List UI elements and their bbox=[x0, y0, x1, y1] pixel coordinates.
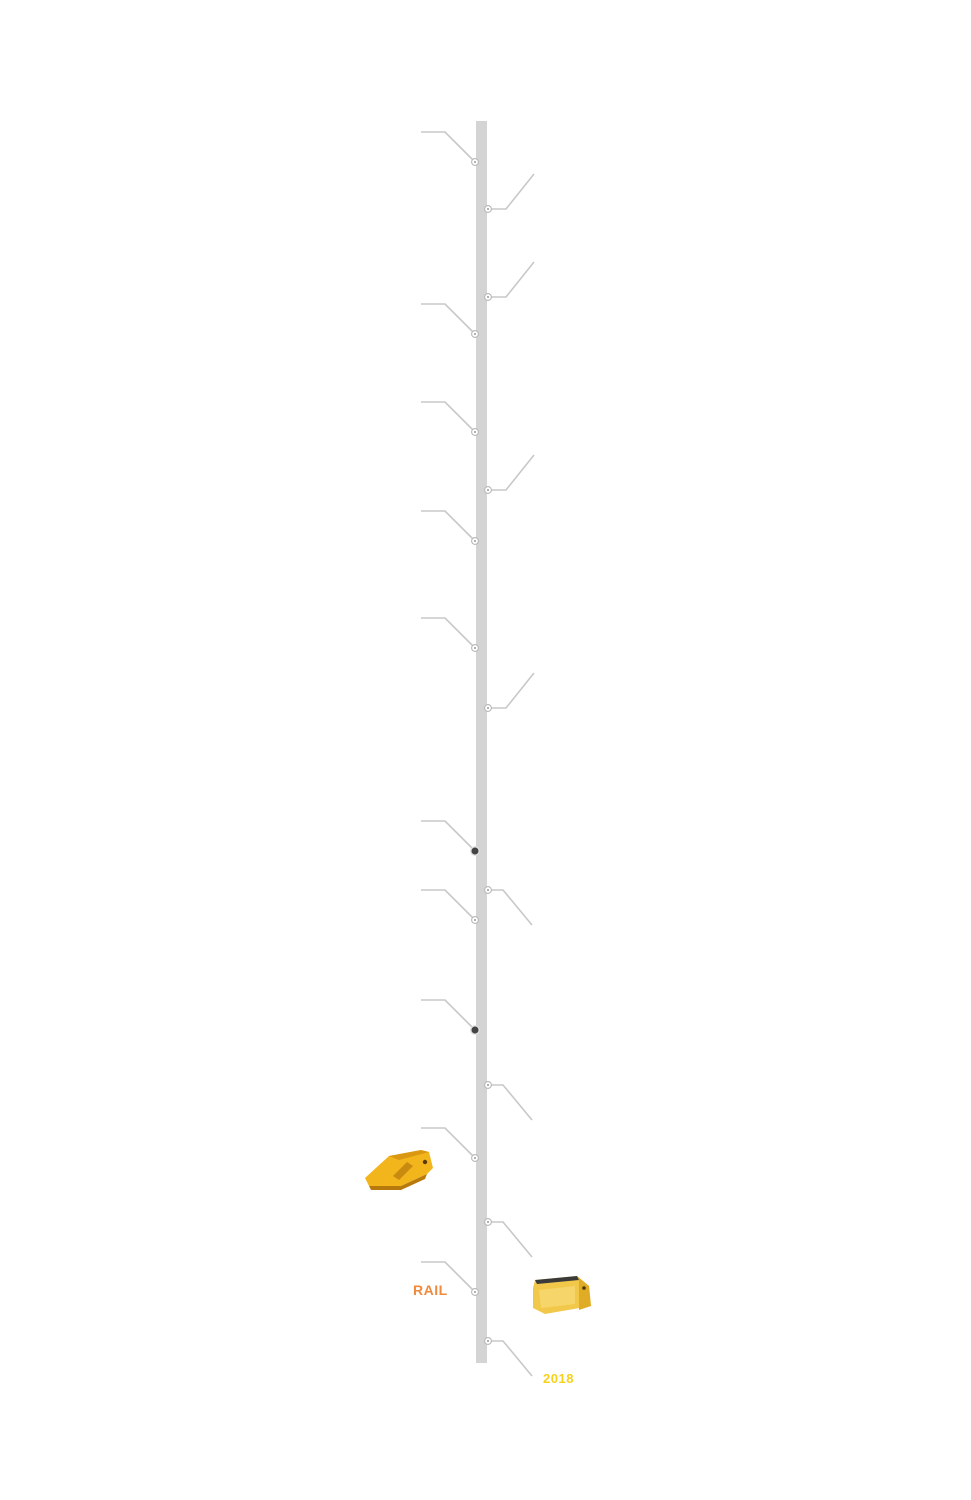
timeline-node-dot bbox=[474, 1291, 476, 1293]
timeline-node-dot bbox=[474, 333, 476, 335]
timeline-node-dot bbox=[487, 1084, 489, 1086]
timeline-node-dot bbox=[487, 707, 489, 709]
timeline-node-dot bbox=[474, 431, 476, 433]
timeline-node-dot bbox=[487, 889, 489, 891]
timeline-node-dot bbox=[474, 1157, 476, 1159]
timeline-connector bbox=[421, 889, 476, 921]
timeline-connector bbox=[421, 131, 476, 163]
timeline-connector bbox=[488, 454, 535, 491]
timeline-node-dot bbox=[474, 919, 476, 921]
timeline-connector bbox=[488, 672, 535, 709]
timeline-node-dot bbox=[487, 208, 489, 210]
timeline-connector bbox=[421, 820, 476, 852]
timeline-node-dot bbox=[487, 1221, 489, 1223]
timeline-connector bbox=[421, 401, 476, 433]
timeline-connector bbox=[421, 617, 476, 649]
timeline-node-dot bbox=[487, 1340, 489, 1342]
timeline-connector bbox=[488, 1340, 533, 1377]
timeline-connector bbox=[421, 1127, 476, 1159]
year-2018-label: 2018 bbox=[543, 1371, 574, 1386]
timeline-connector bbox=[488, 261, 535, 298]
loader-bucket-icon bbox=[365, 1150, 433, 1190]
timeline-connector bbox=[488, 1084, 533, 1121]
rail-wagon-body-icon bbox=[533, 1276, 591, 1314]
timeline-connector bbox=[488, 889, 533, 926]
timeline-spine bbox=[476, 121, 487, 1363]
rail-label: RAIL bbox=[413, 1282, 448, 1298]
timeline-connector bbox=[421, 303, 476, 335]
timeline-node-dot bbox=[474, 161, 476, 163]
timeline-node-dot bbox=[474, 540, 476, 542]
timeline-connector bbox=[421, 999, 476, 1031]
timeline-node-active[interactable] bbox=[470, 1025, 480, 1035]
timeline-connector bbox=[421, 510, 476, 542]
timeline-connector bbox=[488, 1221, 533, 1258]
timeline-node-dot bbox=[487, 489, 489, 491]
timeline-connector bbox=[421, 1261, 476, 1293]
timeline-node-dot bbox=[487, 296, 489, 298]
timeline-connector bbox=[488, 173, 535, 210]
timeline-node-active[interactable] bbox=[470, 846, 480, 856]
timeline-node-dot bbox=[474, 647, 476, 649]
